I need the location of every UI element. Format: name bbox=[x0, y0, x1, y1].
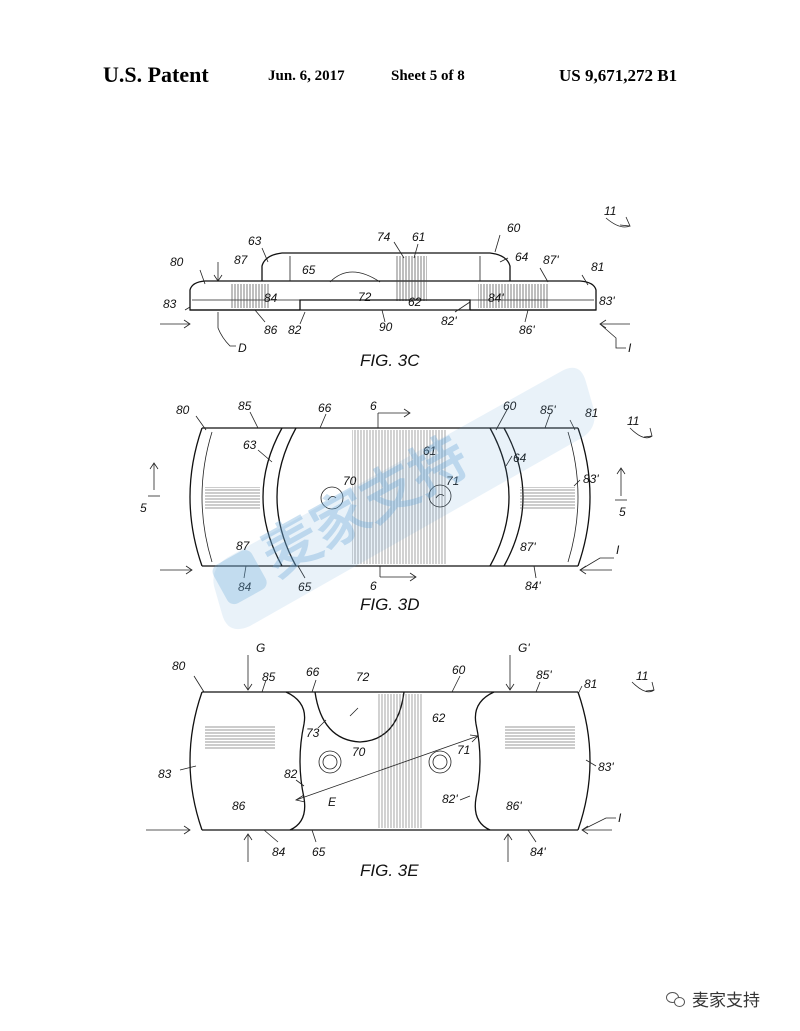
label-3e-E: E bbox=[328, 795, 337, 809]
label-3e-70: 70 bbox=[352, 745, 366, 759]
label-3d-71: 71 bbox=[446, 474, 459, 488]
label-3c-87: 87 bbox=[234, 253, 249, 267]
label-3d-85p: 85' bbox=[540, 403, 556, 417]
fig-3d-caption: FIG. 3D bbox=[360, 595, 420, 614]
label-3d-87: 87 bbox=[236, 539, 251, 553]
watermark-logo-icon bbox=[212, 550, 267, 605]
label-3c-11: 11 bbox=[604, 204, 616, 218]
label-3d-64: 64 bbox=[513, 451, 527, 465]
label-3e-62: 62 bbox=[432, 711, 446, 725]
footer-account-name: 麦家支持 bbox=[692, 991, 760, 1011]
label-3c-80: 80 bbox=[170, 255, 184, 269]
label-3c-82p: 82' bbox=[441, 314, 457, 328]
label-3e-I: I bbox=[618, 811, 622, 825]
label-3c-60: 60 bbox=[507, 221, 521, 235]
label-3d-11: 11 bbox=[627, 414, 639, 428]
label-3d-70: 70 bbox=[343, 474, 357, 488]
label-3d-81: 81 bbox=[585, 406, 598, 420]
label-3d-87p: 87' bbox=[520, 540, 536, 554]
label-3e-86p: 86' bbox=[506, 799, 522, 813]
footer-attribution: 麦家支持 bbox=[666, 986, 760, 1011]
label-3e-83p: 83' bbox=[598, 760, 614, 774]
label-3d-80: 80 bbox=[176, 403, 190, 417]
label-3c-81: 81 bbox=[591, 260, 604, 274]
label-3c-D: D bbox=[238, 341, 247, 355]
fig-3e-drawing bbox=[146, 655, 655, 862]
label-3d-6-top: 6 bbox=[370, 399, 377, 413]
label-3e-71: 71 bbox=[457, 743, 470, 757]
label-3c-65: 65 bbox=[302, 263, 316, 277]
patent-title: U.S. Patent bbox=[103, 62, 209, 87]
label-3e-86: 86 bbox=[232, 799, 246, 813]
label-3d-66: 66 bbox=[318, 401, 332, 415]
label-3d-60: 60 bbox=[503, 399, 517, 413]
label-3e-11: 11 bbox=[636, 669, 648, 683]
label-3c-I: I bbox=[628, 341, 632, 355]
label-3d-5-right: 5 bbox=[619, 505, 626, 519]
label-3c-83: 83 bbox=[163, 297, 177, 311]
label-3e-G: G bbox=[256, 641, 265, 655]
fig-3d-drawing bbox=[148, 407, 653, 582]
label-3e-65: 65 bbox=[312, 845, 326, 859]
label-3c-62: 62 bbox=[408, 295, 422, 309]
label-3e-72: 72 bbox=[356, 670, 370, 684]
label-3e-84: 84 bbox=[272, 845, 286, 859]
label-3c-87p: 87' bbox=[543, 253, 559, 267]
label-3e-83: 83 bbox=[158, 767, 172, 781]
label-3e-81: 81 bbox=[584, 677, 597, 691]
wechat-icon bbox=[666, 991, 686, 1007]
label-3e-60: 60 bbox=[452, 663, 466, 677]
label-3e-85p: 85' bbox=[536, 668, 552, 682]
sheet-number: Sheet 5 of 8 bbox=[391, 68, 465, 84]
label-3e-73: 73 bbox=[306, 726, 320, 740]
label-3d-84p: 84' bbox=[525, 579, 541, 593]
label-3d-63: 63 bbox=[243, 438, 257, 452]
label-3d-I: I bbox=[616, 543, 620, 557]
fig-3c-drawing bbox=[160, 216, 631, 349]
label-3c-72: 72 bbox=[358, 290, 372, 304]
label-3e-66: 66 bbox=[306, 665, 320, 679]
label-3e-82p: 82' bbox=[442, 792, 458, 806]
label-3d-6-bottom: 6 bbox=[370, 579, 377, 593]
label-3e-Gp: G' bbox=[518, 641, 530, 655]
label-3c-64: 64 bbox=[515, 250, 529, 264]
label-3e-85: 85 bbox=[262, 670, 276, 684]
label-3d-84: 84 bbox=[238, 580, 252, 594]
label-3e-84p: 84' bbox=[530, 845, 546, 859]
label-3c-82: 82 bbox=[288, 323, 302, 337]
label-3c-90: 90 bbox=[379, 320, 393, 334]
label-3c-86: 86 bbox=[264, 323, 278, 337]
label-3c-61: 61 bbox=[412, 230, 425, 244]
label-3d-85: 85 bbox=[238, 399, 252, 413]
label-3c-84: 84 bbox=[264, 291, 278, 305]
patent-date: Jun. 6, 2017 bbox=[268, 68, 345, 84]
patent-header: U.S. Patent Jun. 6, 2017 Sheet 5 of 8 US… bbox=[0, 62, 800, 92]
label-3d-65: 65 bbox=[298, 580, 312, 594]
label-3e-82: 82 bbox=[284, 767, 298, 781]
label-3d-61: 61 bbox=[423, 444, 436, 458]
label-3c-74: 74 bbox=[377, 230, 391, 244]
fig-3c-caption: FIG. 3C bbox=[360, 351, 420, 370]
label-3d-83p: 83' bbox=[583, 472, 599, 486]
label-3c-86p: 86' bbox=[519, 323, 535, 337]
label-3d-5-left: 5 bbox=[140, 501, 147, 515]
fig-3e-caption: FIG. 3E bbox=[360, 861, 419, 880]
label-3c-83p: 83' bbox=[599, 294, 615, 308]
patent-number: US 9,671,272 B1 bbox=[559, 66, 678, 85]
label-3c-63: 63 bbox=[248, 234, 262, 248]
label-3c-84p: 84' bbox=[488, 291, 504, 305]
label-3e-80: 80 bbox=[172, 659, 186, 673]
